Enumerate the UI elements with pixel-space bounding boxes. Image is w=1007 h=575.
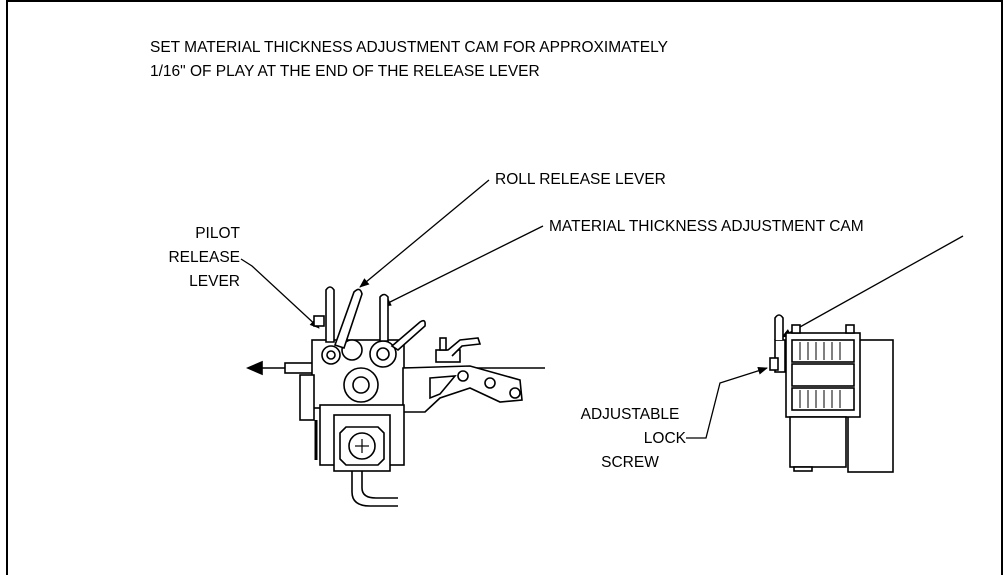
instruction-line-1: SET MATERIAL THICKNESS ADJUSTMENT CAM FO…: [150, 39, 668, 56]
leader-lock-screw: [686, 366, 768, 439]
leader-roll-release: [359, 179, 490, 288]
label-material-thickness-cam: MATERIAL THICKNESS ADJUSTMENT CAM: [549, 218, 864, 235]
label-pilot: PILOT: [195, 225, 240, 242]
label-lever: LEVER: [189, 273, 240, 290]
drawing-frame: [6, 0, 1003, 575]
instruction-line-2: 1/16" OF PLAY AT THE END OF THE RELEASE …: [150, 63, 540, 80]
label-adjustable: ADJUSTABLE: [580, 406, 680, 423]
cam-lever-end-view: [774, 314, 784, 340]
upper-roll: [341, 339, 363, 361]
label-roll-release-lever: ROLL RELEASE LEVER: [495, 171, 666, 188]
leader-pilot-release: [240, 258, 320, 329]
feeder-side-view: [245, 286, 545, 507]
leader-cam-left: [381, 225, 544, 307]
label-lock: LOCK: [643, 430, 686, 447]
leader-lines: [240, 179, 964, 439]
motor-cable: [351, 471, 398, 507]
label-release: RELEASE: [168, 249, 240, 266]
feed-direction-arrow: [245, 360, 263, 376]
roll-release-lever: [333, 288, 363, 350]
leader-cam-right: [781, 235, 964, 338]
feeder-end-view: [769, 314, 894, 473]
lock-screw: [769, 357, 779, 371]
label-screw: SCREW: [601, 454, 659, 471]
pilot-release-lever: [325, 286, 335, 343]
